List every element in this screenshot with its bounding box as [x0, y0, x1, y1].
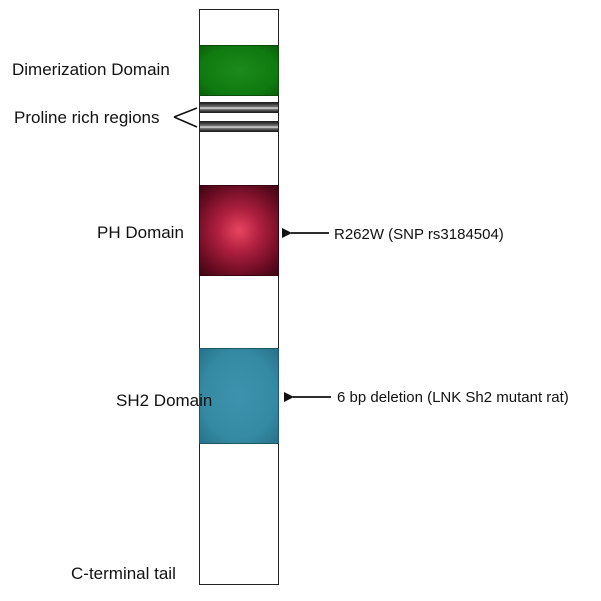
proline-connector-line-2 — [173, 116, 198, 128]
dimerization-domain-block — [199, 45, 279, 96]
proline-region-block-1 — [199, 102, 279, 113]
ph-domain-label: PH Domain — [97, 223, 184, 242]
proline-rich-label: Proline rich regions — [14, 108, 160, 127]
sh2-mutation-annotation: 6 bp deletion (LNK Sh2 mutant rat) — [337, 389, 569, 406]
proline-connector-line-1 — [173, 107, 198, 118]
proline-region-block-2 — [199, 121, 279, 132]
c-terminal-tail-label: C-terminal tail — [71, 564, 176, 583]
ph-domain-block — [199, 185, 279, 276]
sh2-domain-label: SH2 Domain — [116, 391, 213, 410]
ph-mutation-annotation: R262W (SNP rs3184504) — [334, 226, 504, 243]
sh2-domain-block — [199, 348, 279, 444]
dimerization-domain-label: Dimerization Domain — [12, 60, 170, 79]
